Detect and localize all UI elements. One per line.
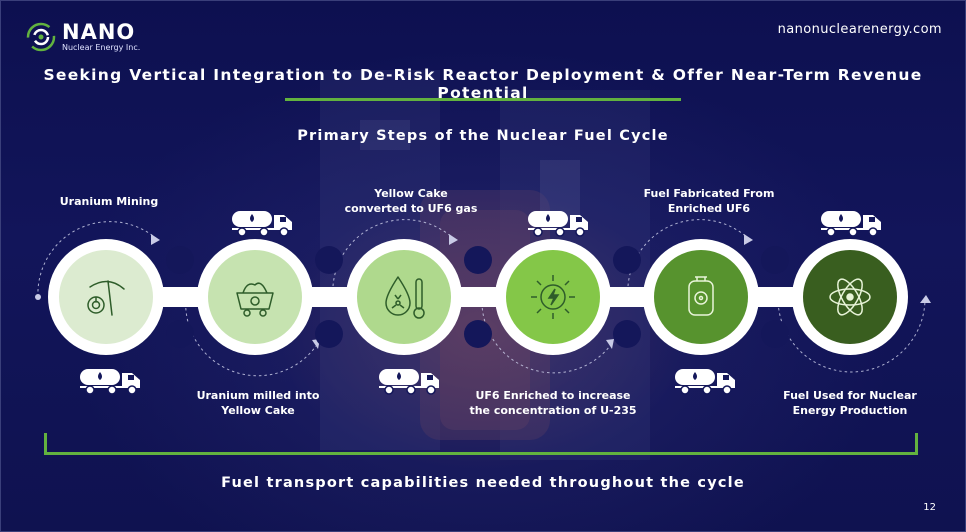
step-1-uranium-mining (59, 250, 153, 344)
step-1-label: Uranium Mining (59, 195, 159, 208)
step-2-uranium-milling (208, 250, 302, 344)
step-2-label: Uranium milled into Yellow Cake (196, 389, 320, 417)
transport-bracket (44, 433, 918, 455)
tanker-truck-icon (232, 211, 292, 237)
footer-caption: Fuel transport capabilities needed throu… (221, 475, 745, 491)
company-logo: NANO Nuclear Energy Inc. (26, 22, 140, 52)
background-reactor-image (320, 70, 650, 460)
brand-name: NANO (62, 20, 136, 44)
atom-icon (829, 278, 871, 316)
ore-cart-icon (236, 282, 274, 317)
radiation-thermometer-icon (385, 276, 425, 319)
fuel-canister-icon (688, 276, 714, 316)
step-3-uf6-conversion (357, 250, 451, 344)
tanker-truck-icon (821, 211, 881, 237)
step-5-label: Fuel Fabricated From Enriched UF6 (643, 187, 775, 215)
nano-logo-icon (26, 22, 56, 52)
pickaxe-icon (87, 280, 125, 316)
section-title: Primary Steps of the Nuclear Fuel Cycle (297, 128, 669, 144)
website-url[interactable]: nanonuclearenergy.com (777, 22, 942, 37)
step-6-label: Fuel Used for Nuclear Energy Production (783, 389, 917, 417)
step-5-fuel-fabrication (654, 250, 748, 344)
step-6-energy-production (803, 250, 897, 344)
step-4-uf6-enrichment (506, 250, 600, 344)
page-number: 12 (923, 502, 936, 513)
tanker-truck-icon (379, 369, 439, 395)
headline-divider (285, 98, 681, 101)
tanker-truck-icon (528, 211, 588, 237)
step-3-label: Yellow Cake converted to UF6 gas (344, 187, 478, 215)
energy-burst-icon (531, 275, 575, 319)
step-4-label: UF6 Enriched to increase the concentrati… (469, 389, 637, 417)
headline: Seeking Vertical Integration to De-Risk … (43, 66, 923, 102)
brand-subtitle: Nuclear Energy Inc. (62, 43, 141, 52)
tanker-truck-icon (675, 369, 735, 395)
tanker-truck-icon (80, 369, 140, 395)
